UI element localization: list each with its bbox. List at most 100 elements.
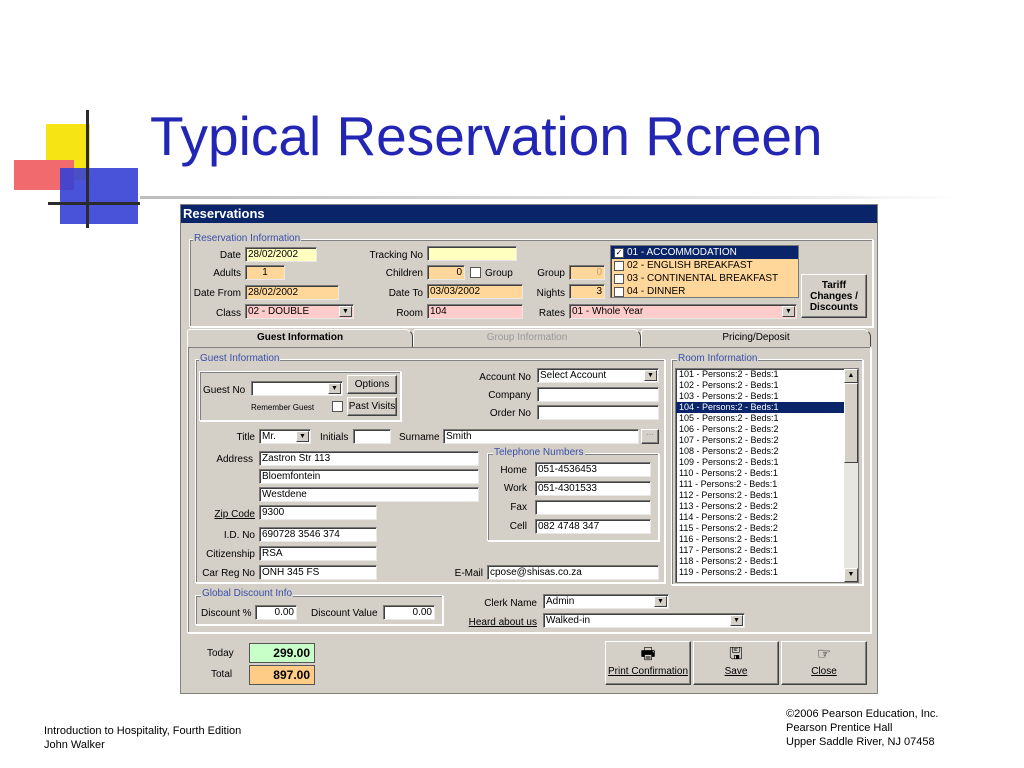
room-list-item[interactable]: 102 - Persons:2 - Beds:1 [679,380,779,390]
initials-field[interactable] [353,429,391,444]
print-confirmation-button[interactable]: 🖶 Print Confirmation [605,641,691,685]
chevron-down-icon[interactable]: ▼ [730,615,743,626]
room-list-item[interactable]: 101 - Persons:2 - Beds:1 [679,369,779,379]
tab-guest-information[interactable]: Guest Information [187,329,413,348]
group-field[interactable]: 0 [569,265,605,280]
room-list-item[interactable]: 117 - Persons:2 - Beds:1 [679,545,778,555]
service-checkbox[interactable] [614,286,624,297]
room-info-label: Room Information [677,353,759,365]
clerk-name-select[interactable]: Admin▼ [543,594,669,609]
close-button[interactable]: ☞ Close [781,641,867,685]
tab-group-information[interactable]: Group Information [413,329,641,347]
service-item[interactable]: ✓01 - ACCOMMODATION [611,246,798,259]
fax-field[interactable] [535,500,651,515]
work-phone-field[interactable]: 051-4301533 [535,481,651,496]
room-list-item[interactable]: 104 - Persons:2 - Beds:1 [676,402,844,413]
past-visits-button[interactable]: Past Visits [347,397,397,416]
decor-blue-square [60,168,138,224]
tariff-changes-button[interactable]: Tariff Changes / Discounts [801,274,867,318]
surname-lookup-button[interactable]: ⋯ [641,429,659,444]
chevron-down-icon[interactable]: ▼ [328,383,341,394]
home-phone-field[interactable]: 051-4536453 [535,462,651,477]
date-to-field[interactable]: 03/03/2002 [427,284,523,299]
chevron-down-icon[interactable]: ▼ [339,306,352,317]
address-line-1[interactable]: Zastron Str 113 [259,451,479,466]
room-list-item[interactable]: 115 - Persons:2 - Beds:2 [679,523,778,533]
address-line-3[interactable]: Westdene [259,487,479,502]
room-list-item[interactable]: 108 - Persons:2 - Beds:2 [679,446,779,456]
room-list-item[interactable]: 114 - Persons:2 - Beds:2 [679,512,778,522]
room-list-item[interactable]: 106 - Persons:2 - Beds:2 [679,424,779,434]
options-button[interactable]: Options [347,375,397,394]
footer-location: Upper Saddle River, NJ 07458 [786,736,935,748]
room-list-item[interactable]: 103 - Persons:2 - Beds:1 [679,391,779,401]
discount-percent-field[interactable]: 0.00 [255,605,297,620]
room-field[interactable]: 104 [427,304,523,319]
zip-field[interactable]: 9300 [259,505,377,520]
service-checkbox[interactable] [614,273,624,284]
save-button[interactable]: 🖫 Save [693,641,779,685]
cell-phone-field[interactable]: 082 4748 347 [535,519,651,534]
account-no-select[interactable]: Select Account▼ [537,368,659,383]
chevron-down-icon[interactable]: ▼ [296,431,309,442]
heard-about-select[interactable]: Walked-in▼ [543,613,745,628]
room-list-item[interactable]: 111 - Persons:2 - Beds:1 [679,479,778,489]
nights-field[interactable]: 3 [569,284,605,299]
group-checkbox[interactable] [470,267,481,278]
room-list-item[interactable]: 119 - Persons:2 - Beds:1 [679,567,778,577]
chevron-down-icon[interactable]: ▼ [782,306,795,317]
date-from-field[interactable]: 28/02/2002 [245,285,339,300]
group-label: Group [537,268,565,279]
tracking-field[interactable] [427,246,517,261]
surname-label: Surname [399,432,440,443]
date-label: Date [219,250,241,261]
service-item[interactable]: 02 - ENGLISH BREAKFAST [611,259,798,272]
room-list-item[interactable]: 113 - Persons:2 - Beds:2 [679,501,778,511]
email-field[interactable]: cpose@shisas.co.za [487,565,659,580]
order-no-field[interactable] [537,405,659,420]
title-select[interactable]: Mr.▼ [259,429,311,444]
service-checkbox[interactable] [614,260,624,271]
service-checkbox[interactable]: ✓ [614,247,624,258]
scroll-up-icon[interactable]: ▲ [844,369,858,383]
pointing-hand-icon: ☞ [816,646,832,663]
room-list-item[interactable]: 116 - Persons:2 - Beds:1 [679,534,778,544]
slide-title: Typical Reservation Rcreen [150,105,823,167]
window-title: Reservations [181,205,877,223]
chevron-down-icon[interactable]: ▼ [654,596,667,607]
id-no-field[interactable]: 690728 3546 374 [259,527,377,542]
scroll-thumb[interactable] [844,383,858,463]
adults-field[interactable]: 1 [245,265,285,280]
scroll-down-icon[interactable]: ▼ [844,568,858,582]
guest-no-label: Guest No [203,385,246,396]
car-reg-field[interactable]: ONH 345 FS [259,565,377,580]
service-item[interactable]: 04 - DINNER [611,285,798,297]
footer-book-title: Introduction to Hospitality, Fourth Edit… [44,725,242,737]
rates-select[interactable]: 01 - Whole Year▼ [569,304,797,319]
room-list-item[interactable]: 107 - Persons:2 - Beds:2 [679,435,779,445]
chevron-down-icon[interactable]: ▼ [644,370,657,381]
tab-panel [187,347,871,633]
service-item[interactable]: 03 - CONTINENTAL BREAKFAST [611,272,798,285]
date-field[interactable]: 28/02/2002 [245,247,317,262]
surname-field[interactable]: Smith [443,429,639,444]
company-field[interactable] [537,387,659,402]
room-list-item[interactable]: 110 - Persons:2 - Beds:1 [679,468,778,478]
heard-about-label: Heard about us [468,617,537,628]
discount-value-field[interactable]: 0.00 [383,605,435,620]
tab-pricing-deposit[interactable]: Pricing/Deposit [641,329,871,347]
citizenship-field[interactable]: RSA [259,546,377,561]
address-line-2[interactable]: Bloemfontein [259,469,479,484]
class-select[interactable]: 02 - DOUBLE▼ [245,304,354,319]
remember-guest-checkbox[interactable] [332,401,343,412]
room-list-item[interactable]: 112 - Persons:2 - Beds:1 [679,490,778,500]
decor-horizontal-line [48,202,140,205]
date-from-label: Date From [193,288,241,299]
guest-no-select[interactable]: ▼ [251,381,343,396]
room-list-item[interactable]: 118 - Persons:2 - Beds:1 [679,556,778,566]
room-list-item[interactable]: 109 - Persons:2 - Beds:1 [679,457,779,467]
room-list-item[interactable]: 105 - Persons:2 - Beds:1 [679,413,779,423]
children-field[interactable]: 0 [427,265,465,280]
